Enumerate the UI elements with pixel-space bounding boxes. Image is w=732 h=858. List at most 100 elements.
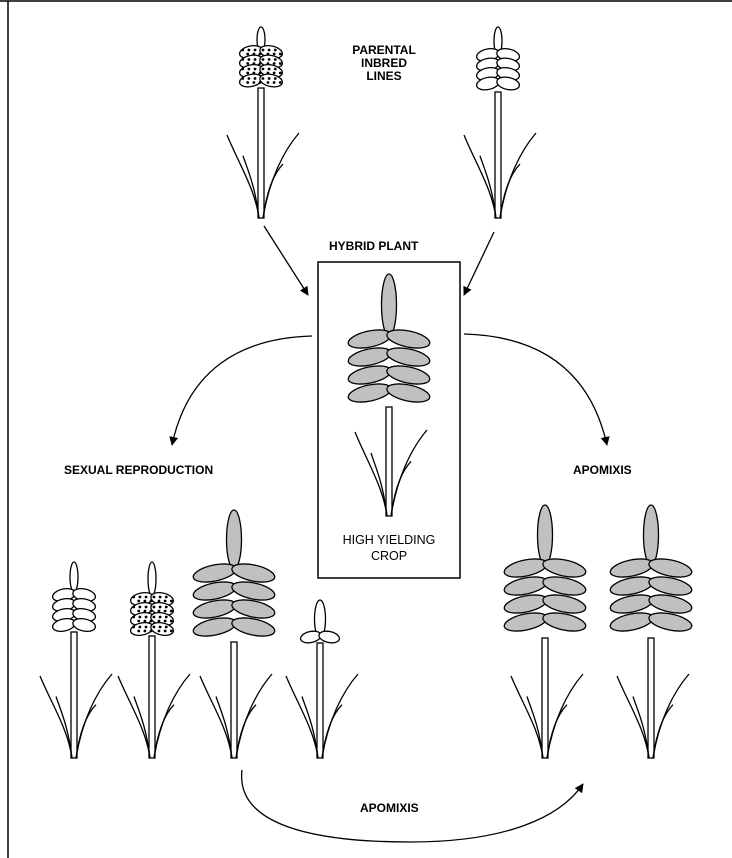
arrow-left-parent-to-hybrid bbox=[264, 226, 308, 295]
leaf bbox=[76, 705, 96, 758]
apomixis-right-label: APOMIXIS bbox=[573, 464, 632, 477]
grain-dot bbox=[273, 72, 276, 75]
grain bbox=[385, 381, 431, 406]
grain-dot bbox=[268, 68, 271, 71]
leaf bbox=[547, 674, 583, 758]
grain-dot bbox=[137, 600, 140, 603]
grain-dot bbox=[132, 596, 135, 599]
grain-dot bbox=[137, 620, 140, 623]
leaf bbox=[286, 676, 318, 758]
stem bbox=[495, 92, 501, 218]
grain bbox=[609, 574, 655, 599]
crop-label-line-2: CROP bbox=[322, 548, 456, 564]
grain-dot bbox=[164, 610, 167, 613]
leaf bbox=[391, 461, 411, 516]
leaf bbox=[653, 674, 689, 758]
grain-dot bbox=[143, 620, 146, 623]
stem bbox=[71, 632, 77, 758]
stem bbox=[648, 638, 654, 758]
grain bbox=[647, 610, 693, 635]
grain-dot bbox=[254, 68, 257, 71]
leaf bbox=[322, 674, 358, 758]
apomixis-plant-right bbox=[609, 505, 694, 758]
offspring-plant-small bbox=[286, 600, 358, 758]
offspring-plant-dotted bbox=[118, 562, 190, 758]
grain-dot bbox=[153, 596, 156, 599]
grain bbox=[503, 610, 549, 635]
grain-dot bbox=[273, 62, 276, 65]
leaf bbox=[500, 133, 536, 218]
grain bbox=[647, 556, 693, 581]
grain-dot bbox=[132, 616, 135, 619]
spike-tip bbox=[644, 505, 659, 565]
leaf bbox=[355, 432, 387, 516]
grain-dot bbox=[165, 616, 168, 619]
grain-dot bbox=[247, 77, 250, 80]
grain-dot bbox=[246, 62, 249, 65]
grain bbox=[192, 561, 238, 586]
crop-label-line-1: HIGH YIELDING bbox=[322, 532, 456, 548]
leaf bbox=[200, 676, 232, 758]
grain bbox=[541, 610, 587, 635]
grain-dot bbox=[279, 62, 282, 65]
grain bbox=[347, 327, 393, 352]
grain-dot bbox=[254, 58, 257, 61]
grain bbox=[647, 574, 693, 599]
grain bbox=[503, 592, 549, 617]
grain-dot bbox=[241, 58, 244, 61]
grain-dot bbox=[145, 606, 148, 609]
spike-tip bbox=[148, 562, 156, 596]
apomixis-plant-left bbox=[503, 505, 588, 758]
grain-dot bbox=[279, 81, 282, 84]
grain bbox=[347, 345, 393, 370]
leaf bbox=[118, 676, 150, 758]
grain bbox=[192, 597, 238, 622]
leaf bbox=[547, 705, 567, 758]
grain bbox=[385, 327, 431, 352]
grain-dot bbox=[170, 620, 173, 623]
leaf bbox=[154, 705, 174, 758]
grain-dot bbox=[170, 610, 173, 613]
grain-dot bbox=[274, 49, 277, 52]
grain-dot bbox=[158, 600, 161, 603]
grain bbox=[609, 556, 655, 581]
grain-dot bbox=[247, 49, 250, 52]
grain-dot bbox=[247, 58, 250, 61]
grain bbox=[347, 363, 393, 388]
grain-dot bbox=[279, 72, 282, 75]
grain-dot bbox=[246, 81, 249, 84]
grain-dot bbox=[164, 630, 167, 633]
grain bbox=[503, 574, 549, 599]
grain-dot bbox=[143, 630, 146, 633]
grain bbox=[318, 629, 341, 644]
grain bbox=[192, 615, 238, 640]
grain-dot bbox=[274, 68, 277, 71]
grain-dot bbox=[165, 626, 168, 629]
grain bbox=[541, 574, 587, 599]
stem bbox=[317, 643, 323, 758]
hybrid-plant bbox=[347, 274, 432, 516]
grain-dot bbox=[159, 596, 162, 599]
grain-dot bbox=[143, 610, 146, 613]
grain-dot bbox=[273, 81, 276, 84]
grain-dot bbox=[247, 68, 250, 71]
leaf bbox=[464, 135, 496, 218]
stem bbox=[386, 407, 392, 516]
grain-dot bbox=[138, 596, 141, 599]
grain bbox=[503, 556, 549, 581]
grain-dot bbox=[241, 49, 244, 52]
grain-dot bbox=[159, 626, 162, 629]
arrow-hybrid-to-sexual bbox=[172, 336, 312, 445]
grain bbox=[230, 561, 276, 586]
grain-dot bbox=[158, 610, 161, 613]
spike-tip bbox=[538, 505, 553, 565]
stem bbox=[258, 88, 264, 218]
grain-dot bbox=[279, 53, 282, 56]
grain-dot bbox=[164, 620, 167, 623]
grain-dot bbox=[246, 72, 249, 75]
grain-dot bbox=[153, 626, 156, 629]
grain-dot bbox=[165, 596, 168, 599]
grain bbox=[230, 579, 276, 604]
grain-dot bbox=[268, 49, 271, 52]
